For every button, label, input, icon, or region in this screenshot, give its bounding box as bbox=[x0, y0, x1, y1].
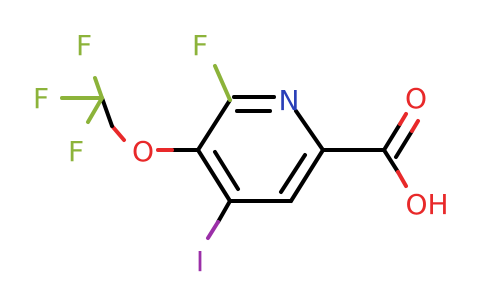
atom-o-carbonyl: O bbox=[405, 82, 427, 115]
bond-c-o-dbl-d bbox=[410, 119, 420, 133]
atom-o-ether: O bbox=[132, 135, 154, 168]
bond-n-c6 bbox=[294, 109, 325, 152]
atom-oh: OH bbox=[405, 188, 448, 221]
atom-f-top: F bbox=[192, 29, 208, 62]
atom-labels: F N O F F F I O OH bbox=[33, 29, 449, 278]
bond-c4-c3-inner bbox=[213, 150, 240, 191]
bond-c4-i-b bbox=[206, 220, 220, 240]
bond-c4-c3 bbox=[196, 148, 232, 203]
atom-n: N bbox=[279, 84, 300, 117]
bond-c-oh-b bbox=[396, 170, 408, 188]
bond-c2-f bbox=[213, 64, 232, 102]
bond-o-c-b bbox=[100, 96, 114, 128]
bond-c6-c5 bbox=[289, 148, 325, 203]
atom-i: I bbox=[196, 245, 204, 278]
bond-c-o-dbl-a bbox=[382, 122, 402, 152]
bond-c-o-dbl-b bbox=[398, 112, 408, 126]
bond-c3-c2 bbox=[196, 98, 232, 152]
ring-bonds bbox=[196, 95, 325, 203]
atom-f-cf3-c: F bbox=[68, 135, 84, 168]
atom-f-cf3-b: F bbox=[33, 82, 49, 115]
bond-c6-c5-inner bbox=[279, 153, 307, 194]
substituent-bonds bbox=[60, 64, 420, 240]
bond-c-f-a bbox=[93, 76, 104, 100]
bond-c-f-c bbox=[86, 96, 104, 124]
atom-f-cf3-a: F bbox=[76, 29, 92, 62]
bond-c-o-dbl-c bbox=[394, 129, 414, 159]
bond-c-oh-a bbox=[382, 148, 400, 174]
bond-o-c-a bbox=[110, 124, 126, 142]
bond-c4-i-a bbox=[216, 199, 232, 224]
